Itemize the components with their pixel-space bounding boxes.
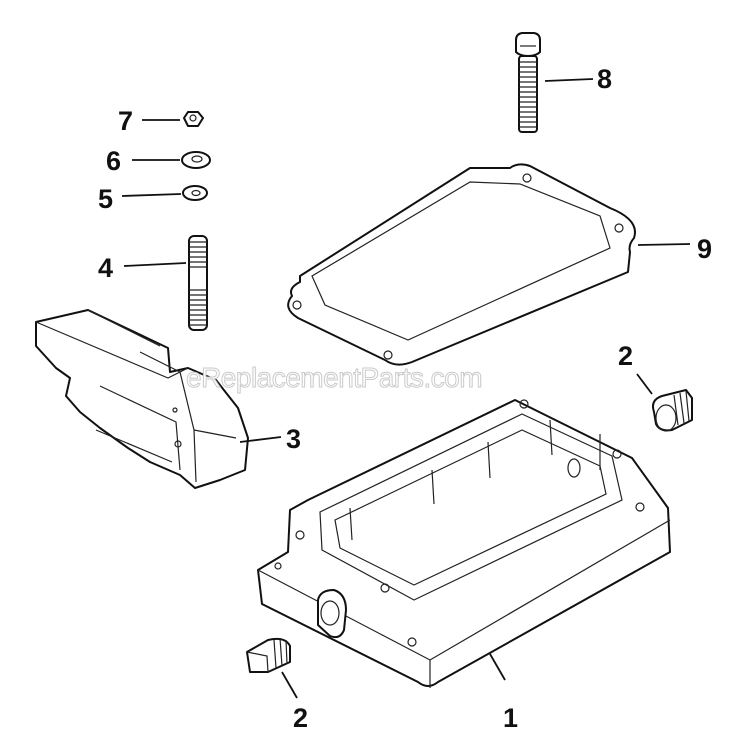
cap-screw-part	[515, 32, 594, 133]
callout-4: 4	[98, 253, 114, 283]
callout-9: 9	[697, 234, 713, 264]
callout-8: 8	[597, 64, 613, 94]
callout-2-left: 2	[293, 703, 309, 733]
callout-5: 5	[98, 184, 114, 214]
callout-6: 6	[106, 146, 122, 176]
housing-base-part	[257, 399, 671, 688]
gasket-part	[287, 163, 691, 366]
pipe-plug-right-part	[636, 373, 693, 432]
hex-nut-part	[142, 111, 204, 127]
callout-7: 7	[118, 106, 134, 136]
pipe-plug-left-part	[246, 637, 298, 699]
callout-3: 3	[286, 424, 302, 454]
callout-2-right: 2	[618, 341, 634, 371]
bracket-part	[35, 309, 282, 489]
callout-1: 1	[503, 703, 519, 733]
flat-washer-part	[121, 185, 208, 201]
stud-part	[123, 235, 208, 331]
lock-washer-part	[132, 151, 211, 169]
watermark: eReplacementParts.com	[185, 362, 483, 394]
